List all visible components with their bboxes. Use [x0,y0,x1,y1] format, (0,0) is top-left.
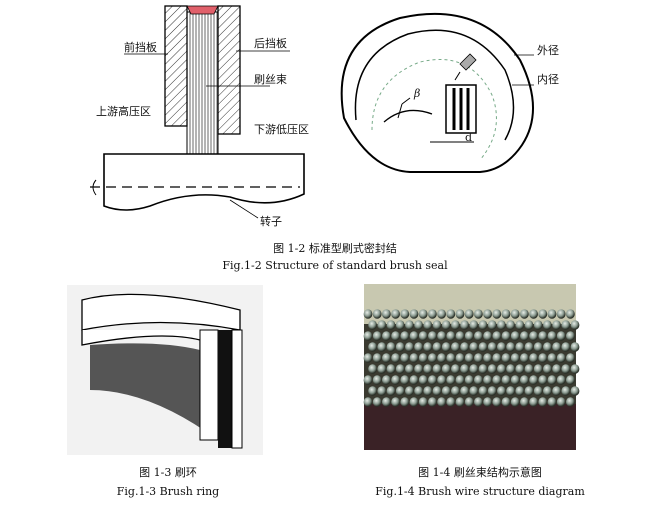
brush-ring-drawing [67,285,263,455]
weld-cap-shape [186,5,219,15]
brush-wire-photo [363,284,580,450]
d-label: d [465,131,473,144]
fig-1-4-caption-en: Fig.1-4 Brush wire structure diagram [375,485,585,498]
brush-ring-front-view [340,12,534,173]
inner-diameter-label: 内径 [537,73,559,86]
rotor-label: 转子 [260,215,282,228]
rotation-arrow [92,179,97,196]
fig-1-2-caption-cn: 图 1-2 标准型刷式密封结 [273,242,397,255]
fig-1-2-caption-en: Fig.1-2 Structure of standard brush seal [222,259,448,272]
bristle-pack-label: 刷丝束 [254,73,287,86]
back-plate-label: 后挡板 [254,37,287,50]
upstream-high-pressure-label: 上游高压区 [96,105,151,118]
downstream-low-pressure-label: 下游低压区 [254,123,309,136]
back-plate-shape [217,5,241,135]
beta-label: β [414,87,421,100]
rotor-shape [103,153,305,211]
outer-diameter-label: 外径 [537,44,559,57]
fig-1-3-caption-en: Fig.1-3 Brush ring [116,485,220,498]
front-plate-shape [164,5,188,127]
bristle-pack-shape [186,11,219,155]
fig-1-3-caption-cn: 图 1-3 刷环 [139,466,197,479]
fig-1-4-caption-cn: 图 1-4 刷丝束结构示意图 [418,466,542,479]
front-plate-label: 前挡板 [124,41,157,54]
